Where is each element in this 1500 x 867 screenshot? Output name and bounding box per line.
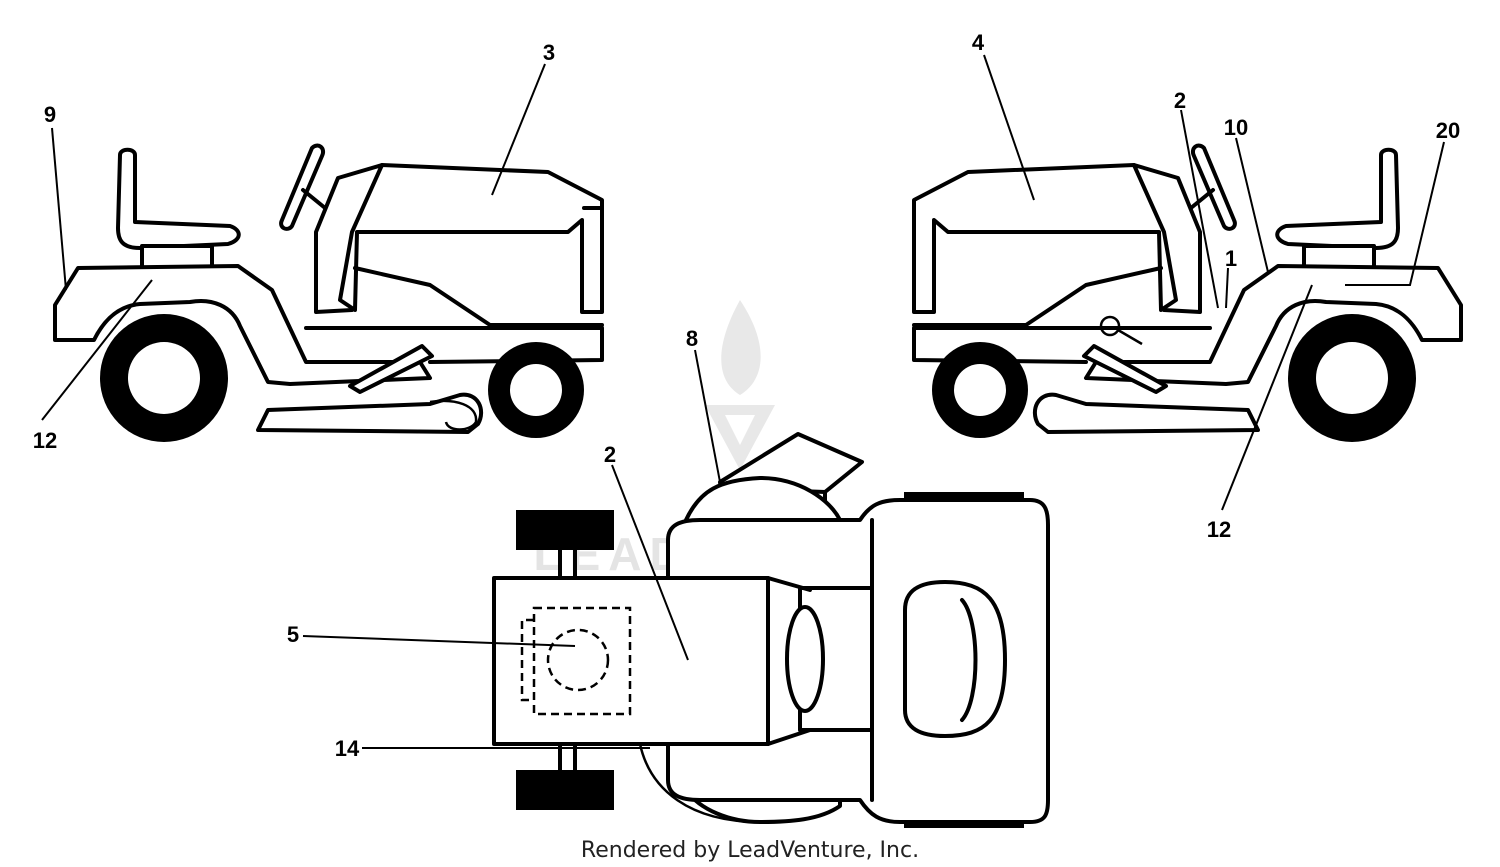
leader-4 bbox=[983, 54, 1035, 201]
hood-grille bbox=[960, 598, 978, 722]
callout-12: 12 bbox=[33, 428, 57, 453]
leader-20 bbox=[1345, 141, 1445, 286]
hood bbox=[912, 163, 1178, 314]
tractor-top-view: 8 2 5 14 bbox=[287, 326, 1050, 828]
steering-wheel bbox=[279, 143, 325, 231]
rear-tire-top bbox=[516, 510, 614, 550]
callout-5: 5 bbox=[287, 622, 299, 647]
leader-8 bbox=[694, 349, 721, 483]
seat-back-outline bbox=[520, 618, 534, 702]
leader-1 bbox=[1225, 267, 1229, 309]
callout-2: 2 bbox=[1174, 88, 1186, 113]
flame-logo-icon bbox=[721, 300, 761, 395]
callout-14: 14 bbox=[335, 736, 360, 761]
seat-outline bbox=[532, 606, 632, 716]
ignition-key-shaft bbox=[1117, 328, 1143, 346]
steering-wheel bbox=[1191, 143, 1237, 231]
deck-lift bbox=[1082, 344, 1168, 394]
leader-10 bbox=[1235, 137, 1269, 273]
callout-1: 1 bbox=[1225, 246, 1237, 271]
rear-hub bbox=[128, 342, 200, 414]
dash-taper bbox=[766, 576, 812, 746]
leader-12-right bbox=[1221, 284, 1313, 511]
v-logo-icon bbox=[705, 405, 775, 470]
callout-9: 9 bbox=[44, 102, 56, 127]
hood-lower bbox=[353, 266, 604, 327]
leader-12-left bbox=[41, 279, 153, 421]
rear-fender bbox=[53, 264, 432, 386]
footer-credit: Rendered by LeadVenture, Inc. bbox=[581, 838, 919, 863]
steering-wheel-top bbox=[785, 605, 825, 713]
ignition-key-icon bbox=[1099, 315, 1121, 337]
callout-20: 20 bbox=[1436, 118, 1460, 143]
seat bbox=[1275, 147, 1400, 250]
rear-hub bbox=[1316, 342, 1388, 414]
leader-5 bbox=[302, 635, 576, 647]
deck-lift bbox=[348, 344, 434, 394]
callout-2: 2 bbox=[604, 442, 616, 467]
mower-deck bbox=[1032, 392, 1260, 434]
seat bbox=[116, 147, 241, 250]
front-hub bbox=[954, 364, 1006, 416]
callout-12: 12 bbox=[1207, 517, 1231, 542]
callout-8: 8 bbox=[686, 326, 698, 351]
callout-4: 4 bbox=[972, 30, 985, 55]
mower-deck bbox=[256, 392, 484, 434]
engine-hood-top bbox=[903, 580, 1007, 738]
tractor-left-side-view: 9 3 12 bbox=[33, 40, 604, 453]
front-hub bbox=[510, 364, 562, 416]
deck-arc bbox=[638, 743, 761, 824]
chute-guard bbox=[429, 399, 478, 431]
leader-9 bbox=[51, 127, 67, 291]
leader-2 bbox=[1180, 109, 1219, 309]
rear-axle bbox=[558, 548, 577, 772]
rear-tire-bottom bbox=[516, 770, 614, 810]
seat-pivot-outline bbox=[546, 628, 610, 692]
hood bbox=[338, 163, 604, 314]
callout-10: 10 bbox=[1224, 115, 1248, 140]
leader-2-top bbox=[611, 464, 689, 661]
hood-lower bbox=[912, 266, 1163, 327]
tractor-right-side-view: 4 2 10 20 1 12 bbox=[912, 30, 1463, 542]
leader-3 bbox=[491, 63, 546, 196]
callout-3: 3 bbox=[543, 40, 555, 65]
